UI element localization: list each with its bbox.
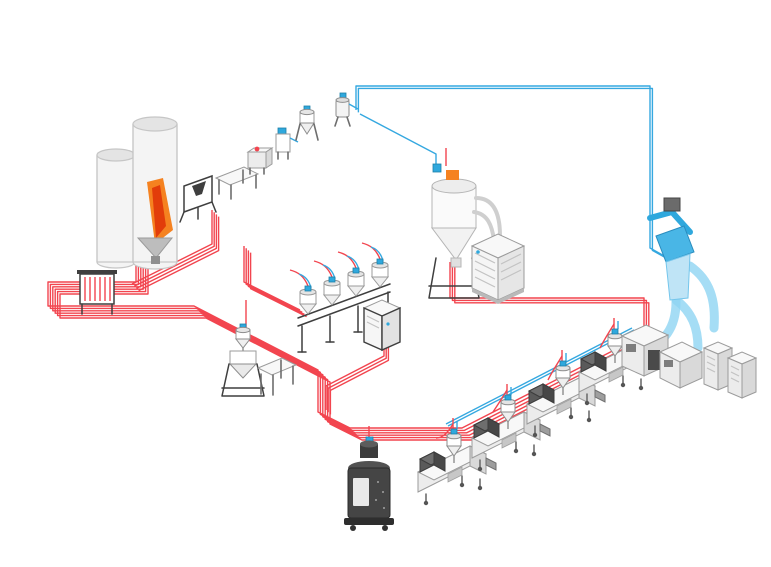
bank-hopper-1 — [289, 269, 318, 315]
bank-hopper-3 — [337, 251, 366, 297]
storage-silos — [96, 116, 178, 270]
weighing-hopper — [221, 323, 265, 397]
filter-unit — [334, 92, 359, 127]
feeder-unit — [246, 146, 274, 175]
bank-hopper-4 — [361, 242, 390, 288]
control-cabinets — [702, 341, 758, 399]
bank-hopper-2 — [313, 260, 342, 306]
drying-hopper — [428, 163, 502, 299]
vacuum-loader — [295, 105, 319, 141]
loader-feed-branches — [435, 323, 615, 439]
dehumidifier — [470, 233, 526, 304]
cabinet-1 — [702, 341, 734, 391]
supply-air-hose — [472, 210, 496, 242]
prep-table — [214, 166, 260, 200]
cabinet-2 — [726, 351, 758, 399]
granulator — [344, 436, 394, 531]
silo-right — [132, 116, 178, 270]
small-dosing-unit — [275, 127, 299, 160]
system-base-machine-2 — [658, 341, 704, 389]
control-cabinet — [362, 299, 402, 352]
compounding-system — [620, 197, 719, 389]
return-air-hose — [474, 196, 502, 238]
frame-rack — [179, 174, 217, 223]
silo-left — [96, 148, 136, 269]
stand-table — [256, 357, 298, 396]
feeding-arm — [647, 208, 693, 235]
hopper-lid-motor — [446, 170, 459, 180]
coupling-station — [77, 270, 117, 315]
hopper-bank — [289, 242, 393, 353]
